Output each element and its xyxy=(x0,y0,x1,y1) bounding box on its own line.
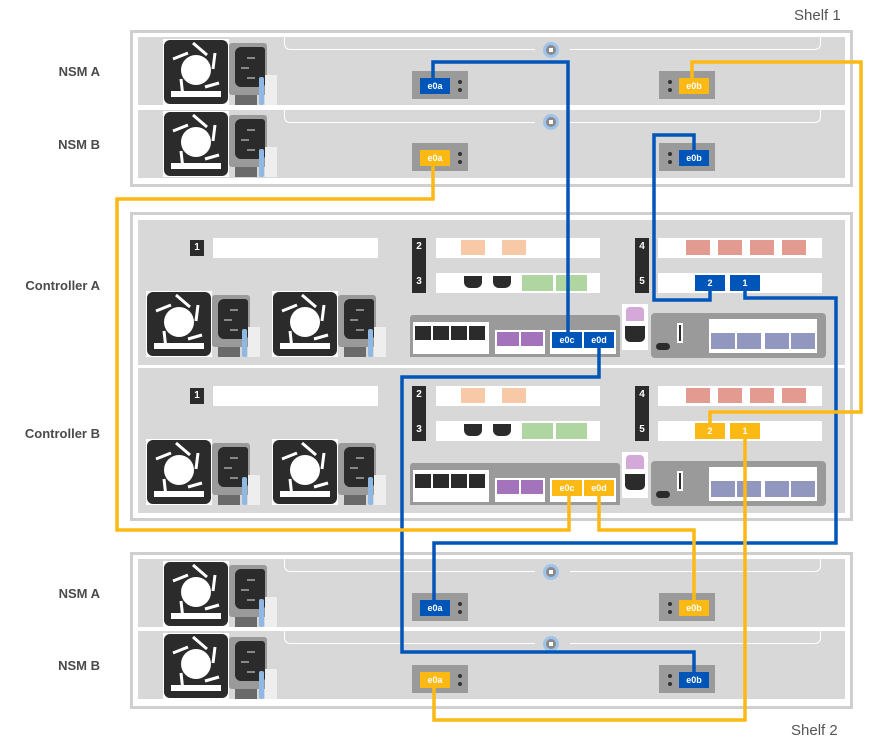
controller-a-slot-5-label: 5 xyxy=(639,276,645,287)
controller-a-label: Controller A xyxy=(25,278,100,293)
shelf-1-nsm-a-port-e0a[interactable]: e0a xyxy=(420,78,450,94)
fan-icon xyxy=(163,561,229,627)
fan-icon xyxy=(163,111,229,177)
controller-b-label: Controller B xyxy=(24,426,100,441)
shelf-2-label: Shelf 2 xyxy=(791,722,838,739)
shelf-1-nsm-b-label: NSM B xyxy=(58,137,100,152)
power-socket-icon xyxy=(229,43,267,95)
controller-b-slot-5-port-1[interactable]: 1 xyxy=(730,423,760,439)
controller-b-slot-4-label: 4 xyxy=(639,389,645,400)
shelf-1-nsm-a-label: NSM A xyxy=(58,64,100,79)
controller-b-slot-1-label: 1 xyxy=(190,388,204,404)
shelf-2-nsm-a-label: NSM A xyxy=(58,586,100,601)
controller-b-slot-5-port-2[interactable]: 2 xyxy=(695,423,725,439)
controller-b-port-e0d[interactable]: e0d xyxy=(584,480,614,496)
controller-b-slot-3-label: 3 xyxy=(416,424,422,435)
shelf-1-label: Shelf 1 xyxy=(794,7,841,24)
shelf-1-nsm-a-port-e0b[interactable]: e0b xyxy=(679,78,709,94)
controller-a-slot-2-label: 2 xyxy=(416,241,422,252)
controller-a-port-e0c[interactable]: e0c xyxy=(552,332,582,348)
shelf-1-nsm-b-port-e0b[interactable]: e0b xyxy=(679,150,709,166)
shelf-2-nsm-a-port-e0a[interactable]: e0a xyxy=(420,600,450,616)
controller-a-slot-3 xyxy=(436,273,600,293)
shelf-1-nsm-a-latch[interactable] xyxy=(543,42,559,58)
shelf-2-nsm-a-port-e0b[interactable]: e0b xyxy=(679,600,709,616)
shelf-2-nsm-b-latch[interactable] xyxy=(543,636,559,652)
controller-a-port-e0d[interactable]: e0d xyxy=(584,332,614,348)
controller-a-slot-3-label: 3 xyxy=(416,276,422,287)
controller-a-slot-2 xyxy=(436,238,600,258)
fan-icon xyxy=(146,439,212,505)
shelf-1-nsm-b-latch[interactable] xyxy=(543,114,559,130)
controller-b-slot-4 xyxy=(658,386,822,406)
shelf-2-nsm-b-port-e0b[interactable]: e0b xyxy=(679,672,709,688)
fan-icon xyxy=(272,291,338,357)
controller-b-slot-2-label: 2 xyxy=(416,389,422,400)
controller-a-slot-1-label: 1 xyxy=(190,240,204,256)
controller-b-slot-3 xyxy=(436,421,600,441)
controller-a-slot-5-port-2[interactable]: 2 xyxy=(695,275,725,291)
controller-a-slot-1 xyxy=(213,238,378,258)
controller-a-slot-4-label: 4 xyxy=(639,241,645,252)
controller-b-port-e0c[interactable]: e0c xyxy=(552,480,582,496)
controller-b-slot-1 xyxy=(213,386,378,406)
fan-icon xyxy=(163,633,229,699)
fan-icon xyxy=(163,39,229,105)
shelf-1-nsm-b-port-e0a[interactable]: e0a xyxy=(420,150,450,166)
fan-icon xyxy=(272,439,338,505)
controller-a-slot-5-port-1[interactable]: 1 xyxy=(730,275,760,291)
controller-b-slot-5-label: 5 xyxy=(639,424,645,435)
shelf-2-nsm-a-latch[interactable] xyxy=(543,564,559,580)
fan-icon xyxy=(146,291,212,357)
shelf-2-nsm-b-label: NSM B xyxy=(58,658,100,673)
controller-b-slot-2 xyxy=(436,386,600,406)
power-socket-icon xyxy=(229,637,267,689)
controller-a-slot-4 xyxy=(658,238,822,258)
shelf-2-nsm-b-port-e0a[interactable]: e0a xyxy=(420,672,450,688)
